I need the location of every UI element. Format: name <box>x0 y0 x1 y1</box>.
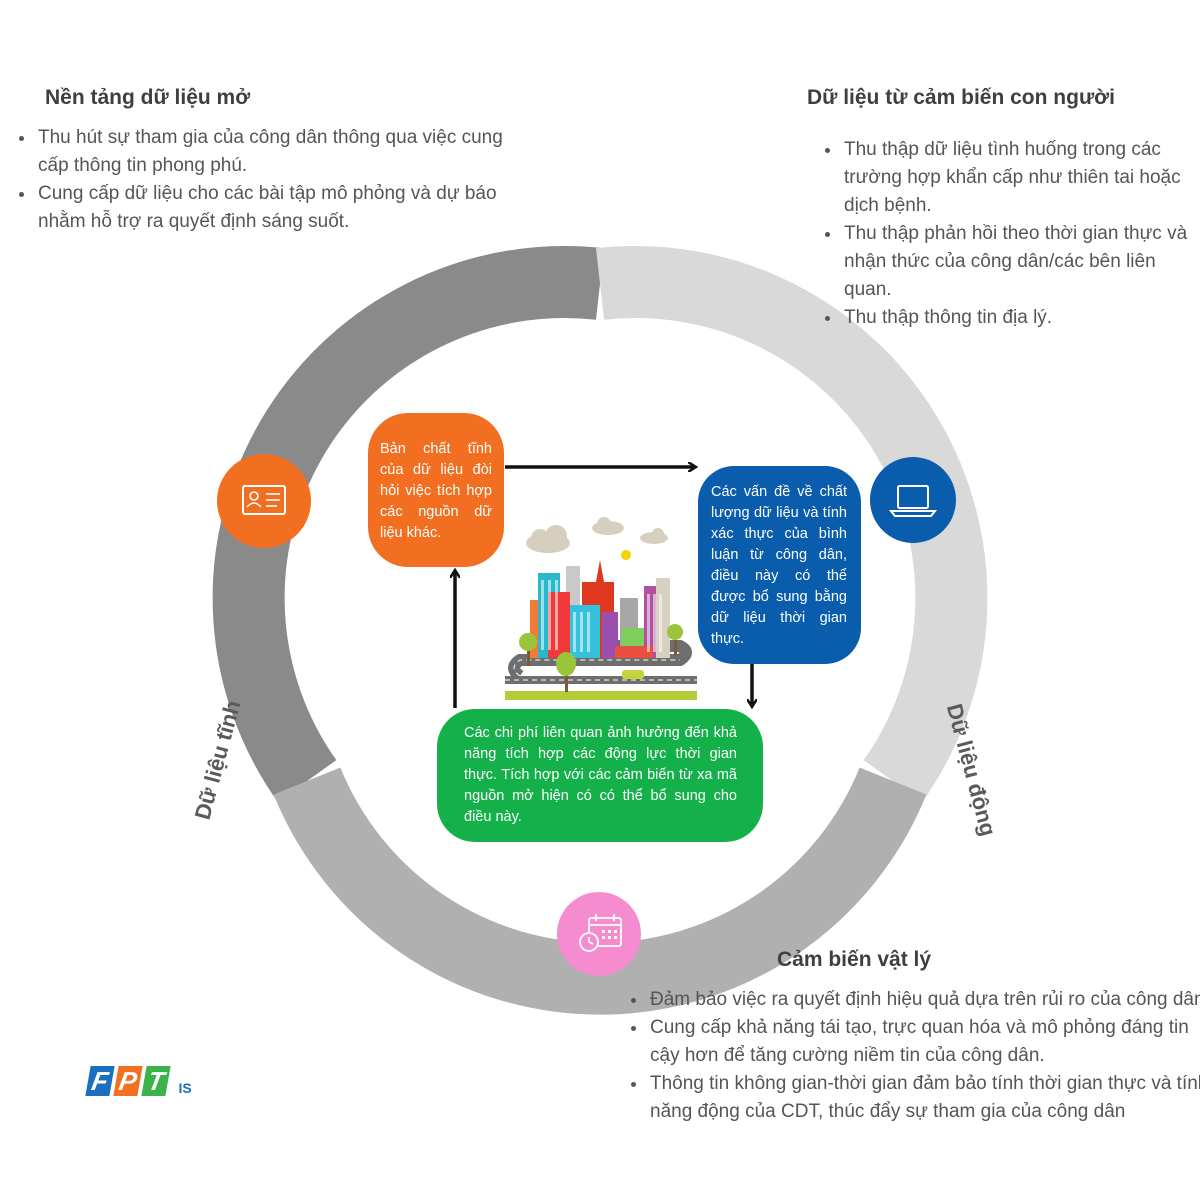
blue-box: Các vấn đề về chất lượng dữ liệu và tính… <box>698 466 861 664</box>
list-item: Đảm bảo việc ra quyết định hiệu quả dựa … <box>648 986 1200 1014</box>
title-human-sensor-data: Dữ liệu từ cảm biến con người <box>807 86 1115 109</box>
list-item: Thu thập phản hồi theo thời gian thực và… <box>842 220 1192 304</box>
green-box-text: Các chi phí liên quan ảnh hưởng đến khả … <box>464 725 737 825</box>
green-box: Các chi phí liên quan ảnh hưởng đến khả … <box>437 709 763 842</box>
ring-segment-static <box>212 246 604 802</box>
logo-letter-f: F <box>85 1066 115 1096</box>
list-item: Cung cấp khả năng tái tạo, trực quan hóa… <box>648 1014 1200 1070</box>
orange-box-text: Bản chất tĩnh của dữ liệu đòi hỏi việc t… <box>380 441 492 541</box>
orange-box: Bản chất tĩnh của dữ liệu đòi hỏi việc t… <box>368 413 504 567</box>
list-item: Thu hút sự tham gia của công dân thông q… <box>36 124 506 180</box>
bullets-human-sensor-data: Thu thập dữ liệu tình huống trong các tr… <box>816 136 1192 332</box>
ring-segment-physical <box>273 767 927 1015</box>
bullets-open-data-platform: Thu hút sự tham gia của công dân thông q… <box>10 124 506 236</box>
list-item: Cung cấp dữ liệu cho các bài tập mô phỏn… <box>36 180 506 236</box>
calendar-clock-icon <box>557 892 641 976</box>
title-physical-sensors: Cảm biến vật lý <box>777 948 932 971</box>
city-illustration <box>505 517 697 700</box>
logo-letter-t: T <box>141 1066 171 1096</box>
laptop-icon <box>870 457 956 543</box>
list-item: Thu thập dữ liệu tình huống trong các tr… <box>842 136 1192 220</box>
list-item: Thu thập thông tin địa lý. <box>842 304 1192 332</box>
ring <box>212 246 988 1015</box>
logo-letter-p: P <box>113 1066 143 1096</box>
title-open-data-platform: Nền tảng dữ liệu mở <box>45 86 251 109</box>
logo-suffix: IS <box>178 1080 192 1096</box>
id-card-icon <box>217 454 311 548</box>
list-item: Thông tin không gian-thời gian đảm bảo t… <box>648 1070 1200 1126</box>
blue-box-text: Các vấn đề về chất lượng dữ liệu và tính… <box>711 484 847 647</box>
bullets-physical-sensors: Đảm bảo việc ra quyết định hiệu quả dựa … <box>622 986 1200 1126</box>
ring-segment-dynamic <box>596 246 988 802</box>
